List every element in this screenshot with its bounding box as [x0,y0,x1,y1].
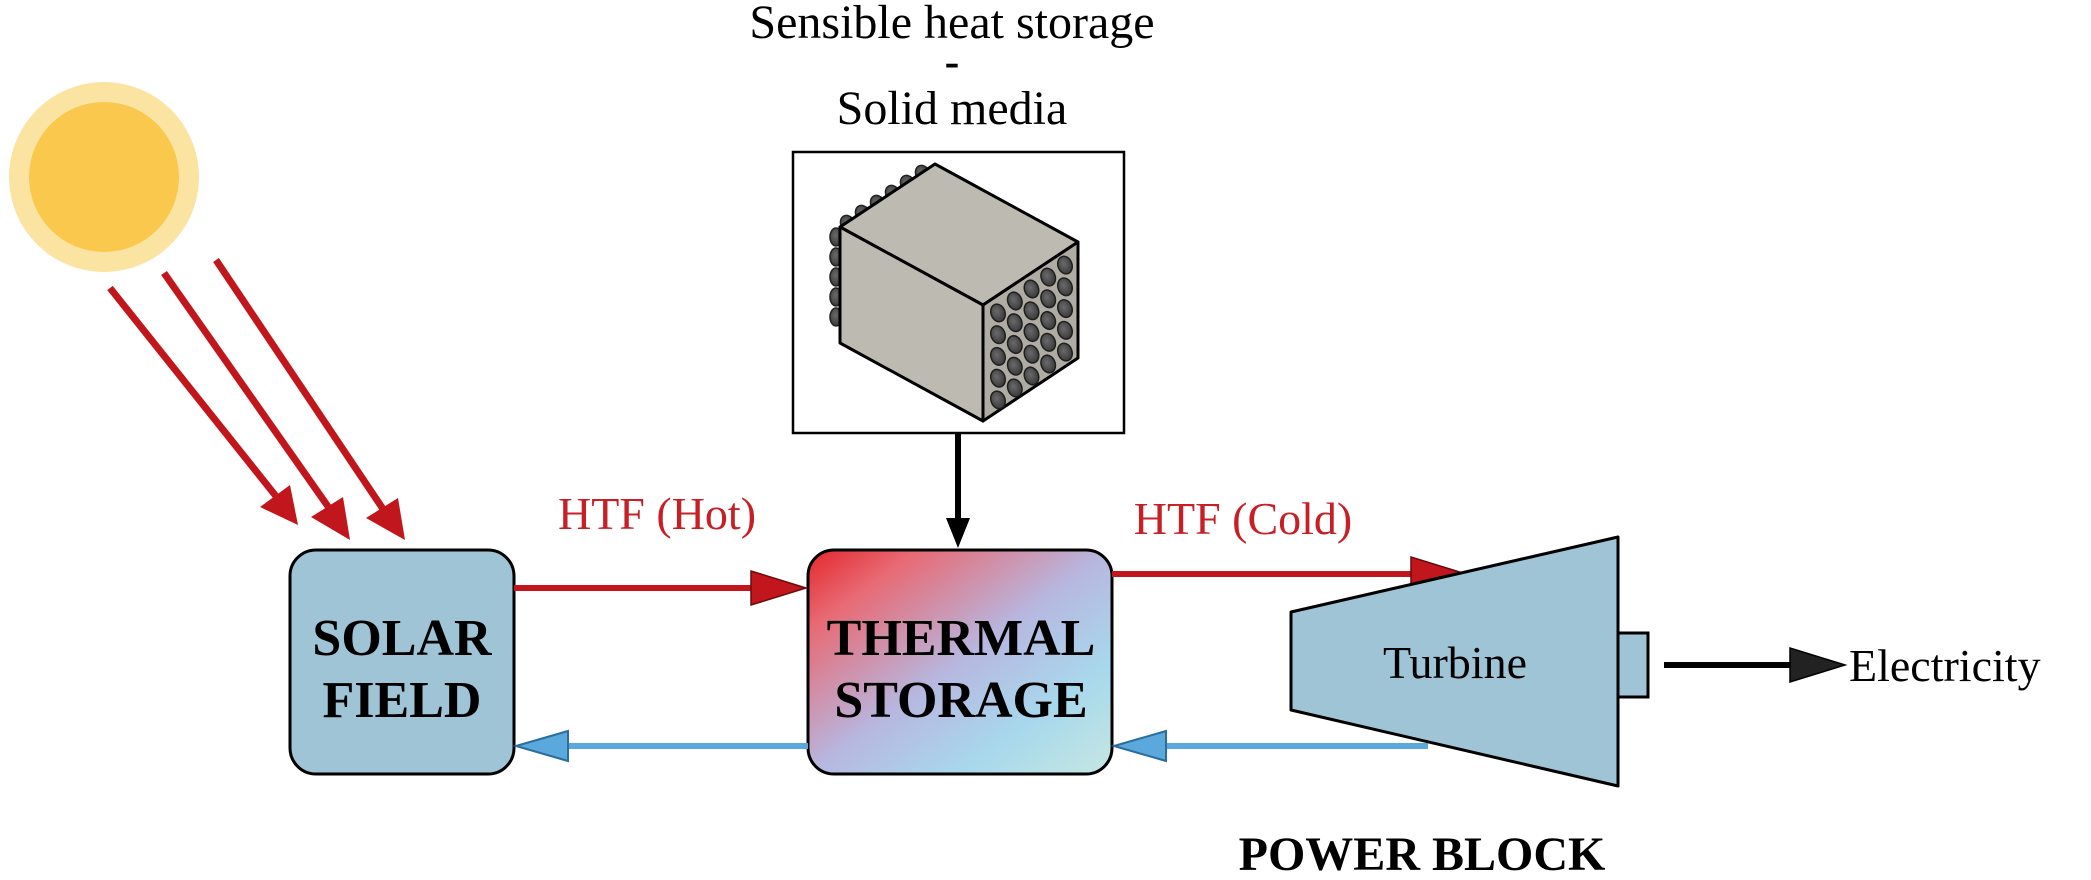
sun-icon [9,82,199,272]
storage-rod [1023,322,1040,343]
storage-rod [1006,356,1023,376]
solid-media-cube-icon [829,162,1080,423]
return-arrow-storage-to-solar [512,729,808,763]
turbine-label: Turbine [1383,637,1527,688]
storage-rod [1056,320,1074,340]
thermal-storage-label-line2: STORAGE [834,672,1087,729]
htf-hot-arrow [514,569,809,607]
storage-rod [1040,267,1057,287]
storage-rod [1040,332,1057,352]
storage-rod [989,346,1007,366]
storage-rod [1006,313,1023,333]
storage-rod [1023,344,1040,364]
thermal-storage-label-line1: THERMAL [827,610,1096,667]
turbine-shaft [1616,631,1650,699]
ray-arrow-1 [107,285,298,525]
storage-rod [989,390,1007,410]
media-to-storage-arrow [946,433,970,548]
electricity-arrow [1664,646,1848,684]
storage-rod [1056,277,1074,297]
storage-rod [1023,301,1040,321]
storage-rod [1056,255,1074,275]
electricity-label: Electricity [1849,640,2041,691]
solar-field-label-line1: SOLAR [312,610,493,667]
htf-hot-label: HTF (Hot) [558,488,756,539]
thermal-storage-box: THERMAL STORAGE [806,548,1114,776]
storage-rod [1006,291,1023,311]
ray-arrow-3 [213,258,405,540]
storage-caption-line3: Solid media [837,82,1068,135]
storage-caption-line1: Sensible heat storage [749,0,1154,49]
storage-rod [1023,366,1040,386]
power-block-label: POWER BLOCK [1239,828,1606,880]
turbine-icon: Turbine [1289,535,1650,788]
storage-rod [1006,334,1023,355]
return-arrow-turbine-to-storage [1110,729,1428,763]
storage-rod [1056,299,1074,319]
solar-radiation-arrows [107,258,405,540]
storage-rod [989,325,1007,345]
storage-rod [1023,279,1040,299]
solar-field-box: SOLAR FIELD [288,548,516,776]
storage-rod [1056,342,1074,362]
storage-rod [1006,378,1023,398]
ray-arrow-2 [161,270,350,540]
storage-rod [1040,354,1057,374]
storage-caption-line2: - [945,37,960,86]
storage-rod [989,368,1007,388]
storage-rod [989,303,1007,323]
storage-rod [1040,310,1057,331]
htf-cold-label: HTF (Cold) [1134,493,1353,544]
solar-field-label-line2: FIELD [323,672,482,729]
storage-rod [1040,289,1057,309]
